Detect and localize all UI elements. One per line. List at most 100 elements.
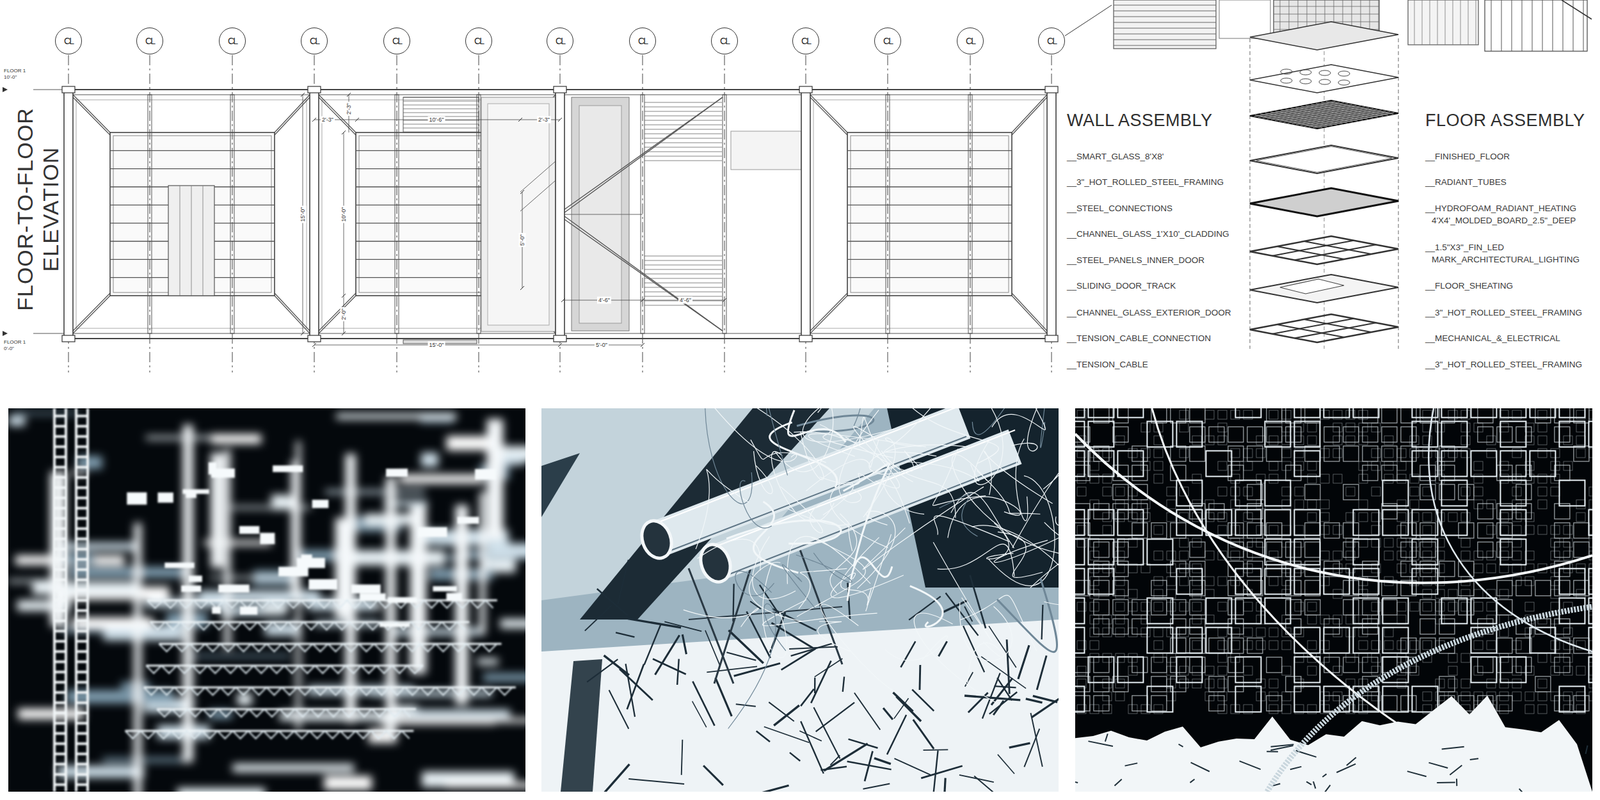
centerline-marker: CL (1038, 27, 1065, 55)
scaffold-cell (1117, 509, 1144, 536)
scaffold-cell (1153, 589, 1163, 599)
scaffold-cell (1294, 627, 1304, 637)
assembly-item: __CHANNEL_GLASS_EXTERIOR_DOOR (1066, 306, 1243, 319)
scaffold-cell (1166, 653, 1176, 663)
scaffold-cell (1269, 691, 1279, 701)
steel-plate (553, 335, 567, 342)
steel-plate (799, 86, 813, 93)
bay-frame (76, 99, 307, 329)
scaffold-cell (1333, 448, 1343, 458)
scaffold-cell (1525, 576, 1535, 586)
dimension-label: 2'-3" (345, 101, 353, 116)
scaffold-cell (1576, 448, 1586, 458)
ladder-rung (53, 650, 68, 653)
scaffold-cell (1179, 538, 1189, 548)
steel-post (555, 89, 565, 339)
scaffold-cell (1422, 691, 1432, 701)
ladder-rung (74, 537, 89, 541)
scaffold-cell (1208, 503, 1225, 520)
tangled-wire (728, 603, 786, 729)
scaffold-cell (1358, 653, 1368, 663)
model-stick (799, 730, 822, 742)
scaffold-cell (1573, 542, 1590, 558)
ladder-rung (53, 619, 68, 623)
model-block (278, 567, 309, 577)
scaffold-cell (1243, 512, 1253, 522)
steel-plate (62, 335, 75, 342)
scaffold-cell (1205, 691, 1215, 701)
scaffold-cell (1132, 503, 1148, 520)
ladder-rung (74, 486, 89, 489)
stair-tread (644, 129, 722, 130)
scaffold-cell (1384, 640, 1394, 650)
steel-plate (307, 335, 321, 342)
scaffold-cell (1588, 509, 1593, 536)
ladder-rung (74, 783, 89, 786)
scaffold-cell (1179, 423, 1189, 432)
scaffold-cell (1343, 580, 1359, 596)
elevation-drawing (2, 55, 1058, 373)
scaffold-cell (1075, 450, 1085, 477)
scaffold-cell (1563, 551, 1573, 560)
scaffold-cell (1441, 509, 1467, 536)
scaffold-cell (1208, 695, 1225, 712)
stair-tread (644, 124, 722, 126)
layer-grid (1300, 106, 1368, 120)
blurred-member (459, 718, 526, 723)
scaffold-cell (1294, 686, 1320, 712)
ladder-rung (53, 517, 68, 520)
tangled-wire (869, 444, 971, 475)
tangled-wire (739, 480, 772, 528)
tangled-wire (709, 408, 797, 462)
model-stick (862, 783, 890, 789)
scaffold-cell (1422, 602, 1432, 612)
centerline-symbol: CL (801, 35, 811, 47)
scaffold-cell (1362, 618, 1378, 635)
scaffold-cell (1411, 509, 1438, 536)
ladder-rung (74, 578, 89, 582)
mullion-line (1501, 0, 1503, 52)
steel-mullion (476, 94, 481, 334)
model-block (446, 592, 462, 601)
tangled-wire (967, 641, 1004, 683)
dimension-label: 10'-6" (428, 116, 446, 124)
scaffold-cell (1179, 679, 1189, 688)
scaffold-cell (1093, 580, 1110, 596)
steel-mullion (640, 94, 645, 334)
model-stick (615, 632, 635, 637)
tangled-wire (683, 608, 759, 627)
model-block (181, 585, 201, 592)
scaffold-cell (1576, 666, 1586, 676)
dimension-label: 10'-0" (340, 206, 348, 224)
ladder-rung (74, 445, 89, 448)
model-stick (923, 748, 949, 751)
scaffold-cell (1345, 435, 1355, 445)
scaffold-cell (1205, 627, 1232, 653)
mullion-line (1552, 0, 1554, 52)
model-photo (8, 408, 526, 792)
blurred-member (325, 490, 425, 494)
scaffold-cell (1550, 691, 1560, 701)
ladder-rung (74, 455, 89, 459)
scaffold-cell (1089, 640, 1099, 650)
layer-grid (1305, 105, 1373, 119)
ladder-rung (53, 732, 68, 735)
scaffold-cell (1588, 656, 1593, 683)
steel-plate (799, 335, 813, 342)
ladder-rung (53, 691, 68, 694)
ladder-rung (74, 650, 89, 653)
steel-post (64, 89, 73, 339)
scaffold-cell (1400, 542, 1417, 558)
steel-mullion (230, 94, 235, 334)
photo-ground (1075, 408, 1593, 792)
scaffold-cell (1170, 446, 1186, 462)
blurred-member (500, 618, 526, 628)
glass-mullion (847, 259, 1012, 260)
scaffold-cell (1102, 679, 1112, 688)
scaffold-cell (1117, 538, 1144, 565)
scaffold-cell (1269, 627, 1279, 637)
bracing-line (72, 97, 111, 136)
ladder-rung (53, 486, 68, 489)
model-stick (586, 659, 618, 682)
scaffold-cell (1384, 435, 1394, 445)
